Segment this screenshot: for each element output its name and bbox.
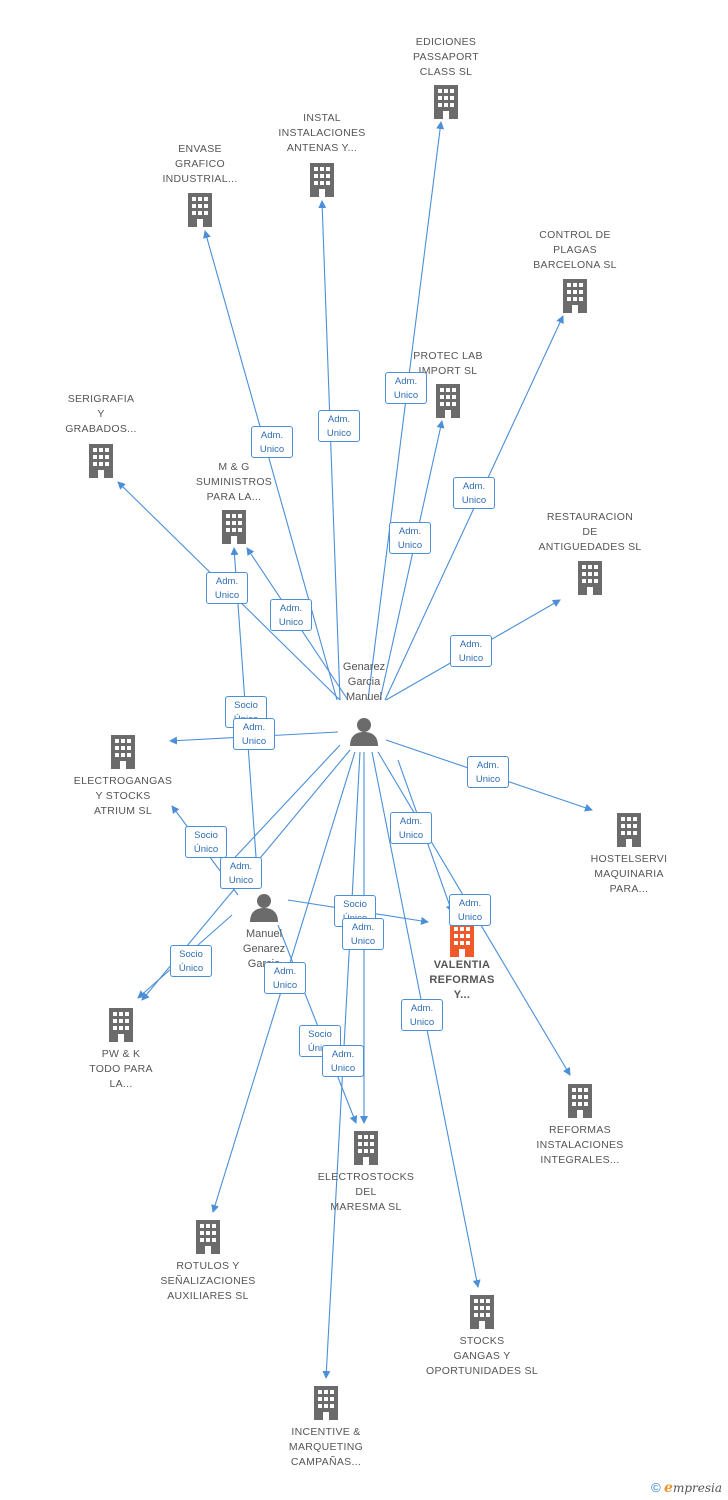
relationship-edge [379,420,445,701]
company-label-m-g-suministros[interactable]: M & G SUMINISTROS PARA LA... [195,461,273,503]
building-icon[interactable] [470,1295,494,1329]
edge-label: Adm. Unico [318,410,360,442]
edge-label: Adm. Unico [450,635,492,667]
company-label-serigrafia[interactable]: SERIGRAFIA Y GRABADOS... [65,393,137,435]
building-icon[interactable] [188,193,212,227]
building-icon[interactable] [222,510,246,544]
building-icon[interactable] [354,1131,378,1165]
edge-label: Adm. Unico [251,426,293,458]
relationship-edge [277,924,358,1124]
edge-label: Adm. Unico [390,812,432,844]
building-icon[interactable] [89,444,113,478]
relationship-edge [367,121,445,701]
edge-label: Adm. Unico [206,572,248,604]
building-icon[interactable] [196,1220,220,1254]
company-label-rotulos[interactable]: ROTULOS Y SEÑALIZACIONES AUXILIARES SL [160,1260,256,1302]
company-label-electrostocks[interactable]: ELECTROSTOCKS DEL MARESMA SL [317,1171,415,1213]
edge-label: Adm. Unico [389,522,431,554]
edge-label: Adm. Unico [233,718,275,750]
footer-brand[interactable]: © empresia [651,1480,722,1496]
edge-label: Adm. Unico [220,857,262,889]
building-icon[interactable] [109,1008,133,1042]
person-label-genarez-garcia-manuel[interactable]: Genarez Garcia Manuel [342,661,386,703]
company-label-restauracion[interactable]: RESTAURACION DE ANTIGUEDADES SL [538,511,642,553]
building-icon[interactable] [436,384,460,418]
company-label-instal-instalaciones[interactable]: INSTAL INSTALACIONES ANTENAS Y... [278,112,366,154]
building-icon[interactable] [434,85,458,119]
relationship-edge [224,744,341,869]
relationship-edge [318,200,341,701]
company-label-envase-grafico[interactable]: ENVASE GRAFICO INDUSTRIAL... [162,143,238,185]
edge-label: Socio Único [170,945,212,977]
company-label-pw-k[interactable]: PW & K TODO PARA LA... [89,1048,153,1090]
building-icon[interactable] [314,1386,338,1420]
edge-label: Adm. Unico [264,962,306,994]
company-label-hostelservi[interactable]: HOSTELSERVI MAQUINARIA PARA... [590,853,668,895]
building-icon[interactable] [563,279,587,313]
edge-label: Socio Único [185,826,227,858]
edge-label: Adm. Unico [453,477,495,509]
company-label-reformas-instalaciones[interactable]: REFORMAS INSTALACIONES INTEGRALES... [536,1124,624,1166]
company-label-ediciones-passaport[interactable]: EDICIONES PASSAPORT CLASS SL [413,36,479,78]
company-label-electrogangas[interactable]: ELECTROGANGAS Y STOCKS ATRIUM SL [73,775,173,817]
copyright-icon: © [651,1480,661,1495]
edge-label: Adm. Unico [270,599,312,631]
edge-label: Adm. Unico [467,756,509,788]
building-icon[interactable] [578,561,602,595]
building-icon[interactable] [568,1084,592,1118]
edge-label: Adm. Unico [449,894,491,926]
icons-layer [89,85,641,1420]
building-icon[interactable] [310,163,334,197]
building-icon[interactable] [111,735,135,769]
brand-logo: empresia [664,1480,722,1496]
company-label-control-de-plagas[interactable]: CONTROL DE PLAGAS BARCELONA SL [533,229,617,271]
company-label-protec-lab[interactable]: PROTEC LAB IMPORT SL [413,350,483,377]
building-icon[interactable] [450,923,474,957]
company-label-valentia-reformas[interactable]: VALENTIA REFORMAS Y... [429,959,495,1001]
relationship-edge [203,230,338,701]
company-label-stocks-gangas[interactable]: STOCKS GANGAS Y OPORTUNIDADES SL [426,1335,538,1377]
edge-label: Adm. Unico [342,918,384,950]
company-label-incentive[interactable]: INCENTIVE & MARQUETING CAMPAÑAS... [288,1426,364,1468]
person-icon[interactable] [250,894,278,922]
person-icon[interactable] [350,718,378,746]
building-icon[interactable] [617,813,641,847]
edge-label: Adm. Unico [385,372,427,404]
edge-label: Adm. Unico [322,1045,364,1077]
edge-label: Adm. Unico [401,999,443,1031]
